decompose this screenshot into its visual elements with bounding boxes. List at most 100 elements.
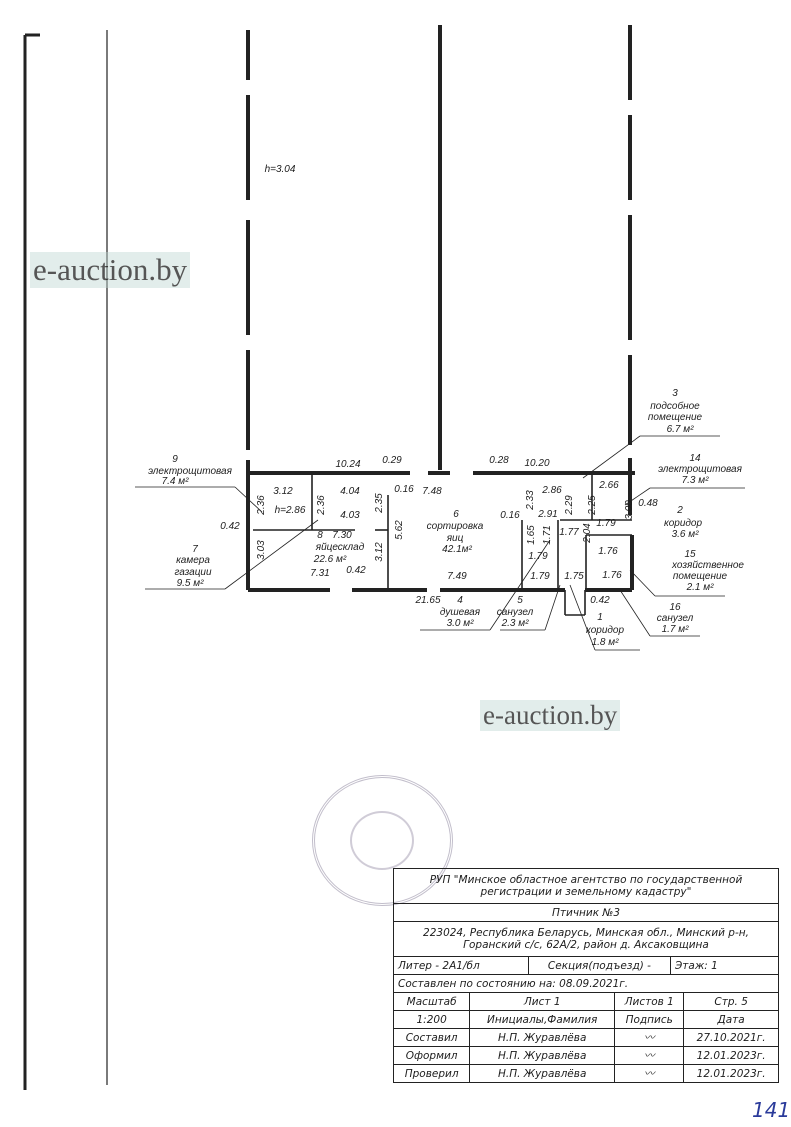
plan-label-r15-num: 15 (684, 549, 696, 560)
plan-label-r15-name1: хозяйственное (672, 560, 744, 571)
plan-label-d235: 2.35 (374, 493, 385, 513)
plan-label-r9-num: 9 (172, 454, 178, 465)
plan-label-r14-num: 14 (689, 453, 701, 464)
plan-label-r5-num: 5 (517, 595, 523, 606)
plan-label-r8-name: яйцесклад (315, 542, 365, 553)
plan-label-r3-name1: подсобное (650, 401, 700, 412)
name: Н.П. Журавлёва (469, 1046, 616, 1065)
plan-label-r9-area: 7.4 м² (161, 476, 189, 487)
name: Н.П. Журавлёва (469, 1064, 616, 1083)
plan-label-d300: 3.00 (624, 500, 635, 520)
sheets: Листов 1 (614, 992, 685, 1011)
sheet: Лист 1 (469, 992, 616, 1011)
plan-label-d286: 2.86 (542, 485, 562, 496)
signature: 〰 (614, 1028, 685, 1047)
section: Секция(подъезд) - (528, 957, 671, 974)
plan-label-d233: 2.33 (525, 490, 536, 510)
plan-label-d016a: 0.16 (394, 484, 414, 495)
page-ref: Стр. 5 (683, 992, 779, 1011)
plan-label-d179b: 1.79 (528, 551, 548, 562)
plan-label-d749: 7.49 (447, 571, 467, 582)
plan-label-r14-area: 7.3 м² (681, 475, 709, 486)
date: 12.01.2023г. (683, 1064, 779, 1083)
name: Н.П. Журавлёва (469, 1028, 616, 1047)
plan-label-r7-num: 7 (192, 544, 198, 555)
date-header: Дата (683, 1010, 779, 1029)
object-name: Птичник №3 (393, 903, 779, 922)
plan-label-h286: h=2.86 (274, 505, 306, 516)
plan-label-r6-area: 42.1м² (442, 544, 472, 555)
address: 223024, Республика Беларусь, Минская обл… (393, 921, 779, 957)
plan-label-r9-name: электрощитовая (148, 466, 232, 477)
official-seal (312, 775, 453, 906)
plan-label-r4-area: 3.0 м² (446, 618, 474, 629)
organization: РУП "Минское областное агентство по госу… (393, 868, 779, 904)
floor: Этаж: 1 (674, 959, 718, 972)
plan-label-r3-num: 3 (672, 388, 678, 399)
plan-label-d2165: 21.65 (415, 595, 441, 606)
plan-label-d312a: 3.12 (273, 486, 293, 497)
plan-label-d731: 7.31 (310, 568, 330, 579)
plan-label-d042c: 0.42 (590, 595, 610, 606)
plan-label-d048: 0.48 (638, 498, 658, 509)
plan-label-r16-num: 16 (669, 602, 681, 613)
plan-label-r3-name2: помещение (647, 412, 703, 423)
plan-label-r7-name2: газации (174, 567, 212, 578)
page-number: 141 (752, 1098, 791, 1122)
plan-label-d236b: 2.36 (316, 495, 327, 515)
plan-label-d171: 1.71 (542, 525, 553, 545)
plan-label-d1024: 10.24 (335, 459, 361, 470)
plan-label-r14-name: электрощитовая (658, 464, 742, 475)
partitions (253, 473, 632, 616)
title-block: РУП "Минское областное агентство по госу… (392, 868, 779, 1083)
signature: 〰 (614, 1046, 685, 1065)
signature-header: Подпись (614, 1010, 685, 1029)
plan-label-d176a: 1.76 (598, 546, 618, 557)
plan-label-d042a: 0.42 (220, 521, 240, 532)
plan-label-d225: 2.25 (587, 495, 598, 515)
plan-label-r5-area: 2.3 м² (501, 618, 529, 629)
plan-label-r8-area: 22.6 м² (313, 554, 347, 565)
plan-label-r7-area: 9.5 м² (176, 578, 204, 589)
plan-label-d291: 2.91 (538, 509, 558, 520)
plan-label-r4-name: душевая (439, 607, 481, 618)
state-date: Составлен по состоянию на: 08.09.2021г. (393, 974, 779, 993)
plan-label-r7-name1: камера (176, 555, 210, 566)
walls (246, 25, 635, 592)
plan-label-d403: 4.03 (340, 510, 360, 521)
plan-label-r16-area: 1.7 м² (661, 624, 689, 635)
plan-label-d175: 1.75 (564, 571, 584, 582)
plan-label-d404: 4.04 (340, 486, 360, 497)
plan-label-d236a: 2.36 (256, 495, 267, 515)
plan-label-r3-area: 6.7 м² (666, 424, 694, 435)
plan-label-r1-name: коридор (585, 625, 625, 636)
plan-label-r6-name2: яиц (446, 533, 464, 544)
plan-label-d165: 1.65 (526, 525, 537, 545)
plan-label-r2-num: 2 (677, 505, 683, 516)
plan-label-d042b: 0.42 (346, 565, 366, 576)
plan-label-r1-num: 1 (597, 612, 603, 623)
role: Оформил (392, 1046, 471, 1065)
plan-label-r8-num: 8 (317, 530, 323, 541)
plan-label-d730: 7.30 (332, 530, 352, 541)
plan-label-r1-area: 1.8 м² (591, 637, 619, 648)
plan-label-d016b: 0.16 (500, 510, 520, 521)
plan-label-h-top: h=3.04 (264, 164, 296, 175)
plan-label-d748: 7.48 (422, 486, 442, 497)
date: 27.10.2021г. (683, 1028, 779, 1047)
plan-label-r2-area: 3.6 м² (671, 529, 699, 540)
plan-label-d312b: 3.12 (374, 542, 385, 562)
plan-label-r6-name1: сортировка (426, 521, 484, 532)
plan-label-d266: 2.66 (599, 480, 619, 491)
plan-label-d176b: 1.76 (602, 570, 622, 581)
plan-label-d179a: 1.79 (596, 518, 616, 529)
watermark: e-auction.by (480, 700, 621, 731)
signature: 〰 (614, 1064, 685, 1083)
leader-lines (135, 435, 745, 651)
plan-label-d204: 2.04 (582, 523, 593, 543)
